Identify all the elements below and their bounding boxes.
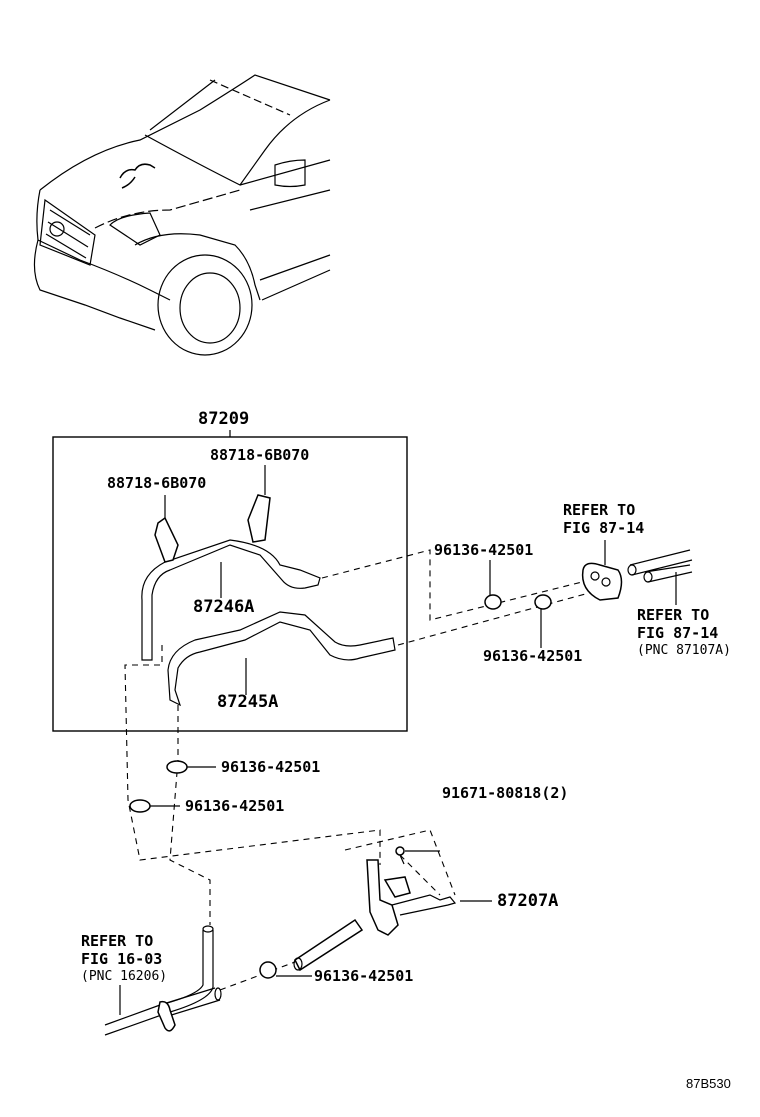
reference-engine-pipe-line1: REFER TO [81,932,154,950]
reference-pipe-line2: FIG 87-14 [637,624,719,642]
part-label-hose-lower[interactable]: 87245A [217,692,279,712]
reference-pipe[interactable]: REFER TO FIG 87-14 (PNC 87107A) [637,606,731,660]
part-label-clamp-upper[interactable]: 88718-6B070 [210,446,310,464]
engine-water-pipe [104,925,222,1036]
reference-pipe-line3: (PNC 87107A) [637,643,731,658]
clamp-88718-6B070-upper [247,465,271,543]
reference-engine-pipe-line2: FIG 16-03 [81,950,163,968]
part-label-hose-clip-right-upper[interactable]: 96136-42501 [434,541,534,559]
figure-code: 87B530 [686,1076,731,1091]
part-label-clamp-left[interactable]: 88718-6B070 [107,474,207,492]
part-label-bolt[interactable]: 91671-80818(2) [442,786,568,801]
reference-grommet[interactable]: REFER TO FIG 87-14 [563,501,644,537]
part-label-hose-upper[interactable]: 87246A [193,597,255,617]
ac-pipes [627,549,693,605]
bolt-part-number: 91671-80818 [442,784,542,802]
hose-clip-bottom [259,961,312,979]
water-valve-87207A [293,859,492,972]
hose-clips-middle [129,760,216,813]
part-label-hose-clip-bottom[interactable]: 96136-42501 [314,967,414,985]
hose-clips-right [484,560,552,648]
connection-lines [124,549,601,991]
assembly-part-number[interactable]: 87209 [198,409,250,429]
reference-engine-pipe-line3: (PNC 16206) [81,969,168,984]
part-label-water-valve[interactable]: 87207A [497,891,559,911]
bolt-quantity: (2) [541,784,569,802]
reference-engine-pipe[interactable]: REFER TO FIG 16-03 (PNC 16206) [81,932,167,986]
part-label-hose-clip-mid-1[interactable]: 96136-42501 [221,758,321,776]
reference-pipe-line1: REFER TO [637,606,710,624]
hose-87245A [167,611,396,707]
reference-grommet-line1: REFER TO [563,501,636,519]
part-label-hose-clip-mid-2[interactable]: 96136-42501 [185,797,285,815]
bolt-91671 [395,846,440,865]
grommet [581,540,623,601]
part-label-hose-clip-right-lower[interactable]: 96136-42501 [483,647,583,665]
hose-87246A [141,539,321,661]
reference-grommet-line2: FIG 87-14 [563,519,645,537]
vehicle-illustration [33,74,331,356]
clamp-88718-6B070-left [154,495,179,563]
